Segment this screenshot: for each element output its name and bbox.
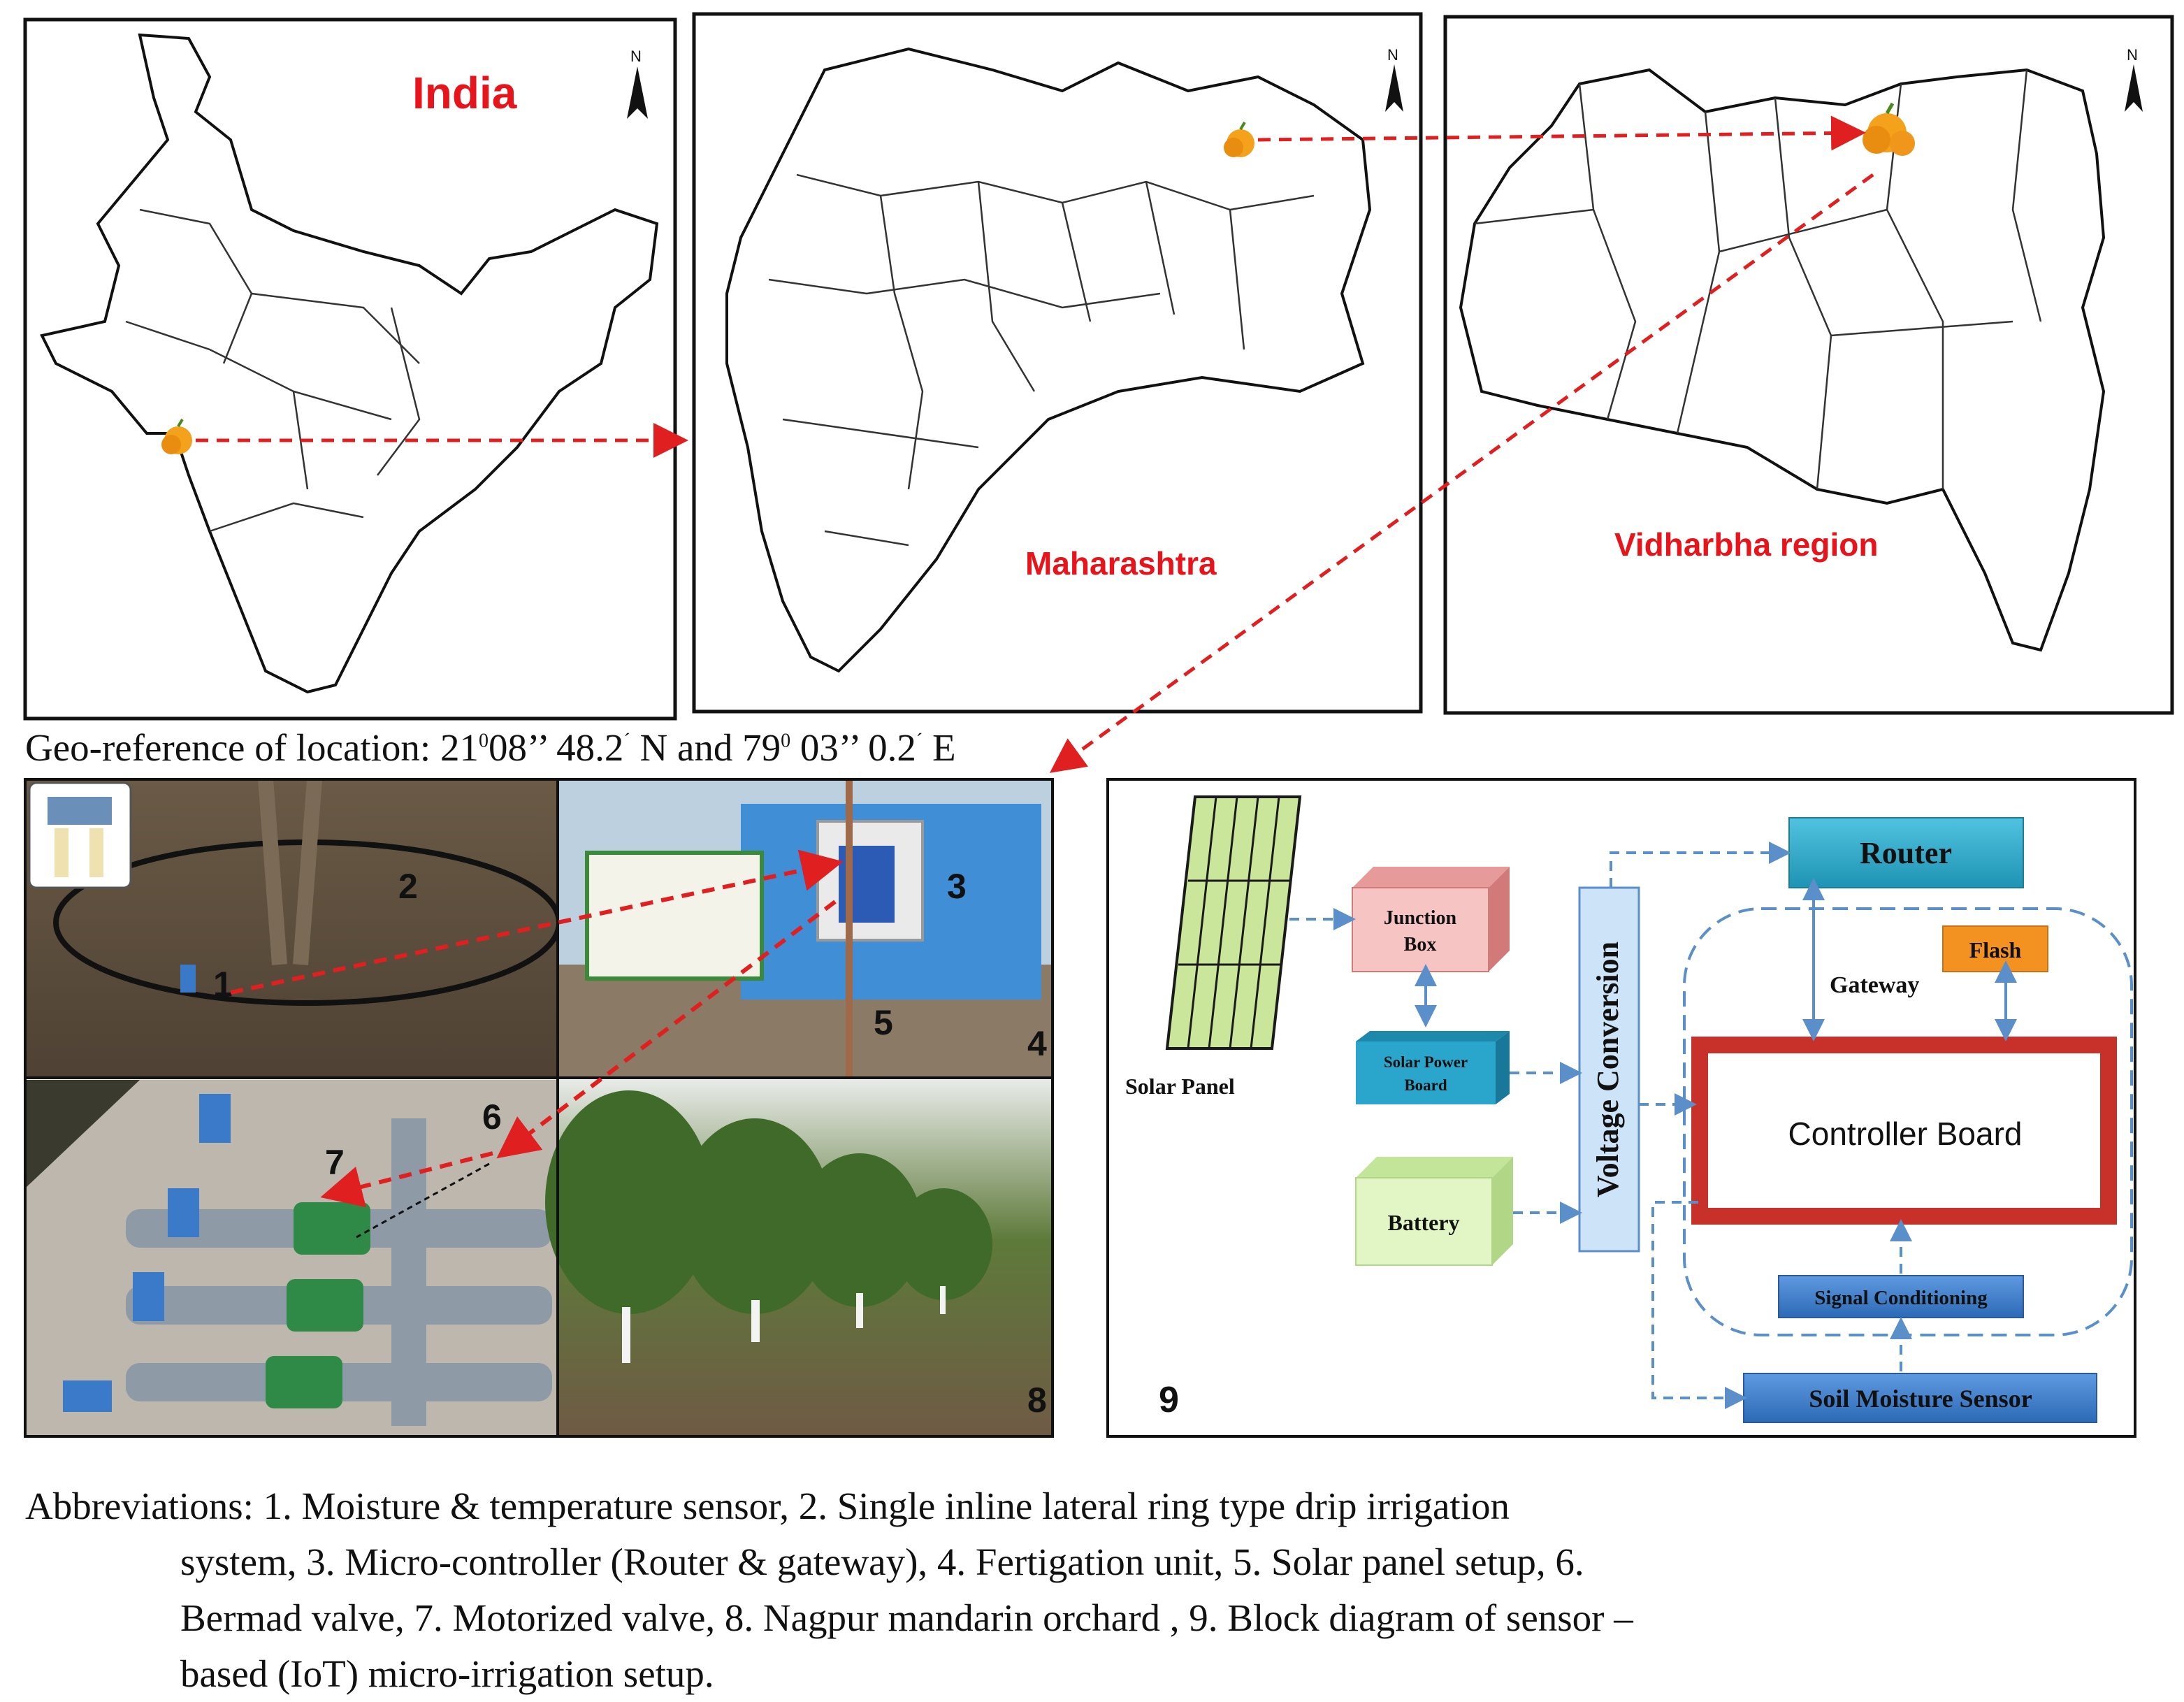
photo-label-4: 4 [1027,1024,1047,1063]
battery-label: Battery [1387,1210,1459,1235]
voltage-conversion-label: Voltage Conversion [1591,942,1625,1197]
soil-moisture-sensor-label: Soil Moisture Sensor [1809,1385,2032,1413]
soil-moisture-sensor-block: Soil Moisture Sensor [1743,1373,2097,1423]
caption-line-2: system, 3. Micro-controller (Router & ga… [180,1541,1584,1583]
orange-fruit-icon-2 [1224,121,1254,157]
solar-power-board-block: Solar Power Board [1356,1031,1510,1104]
photo-label-2: 2 [398,867,418,906]
maharashtra-outline [725,47,1372,673]
vidharbha-title: Vidharbha region [1614,526,1878,563]
voltage-conversion-block: Voltage Conversion [1578,886,1640,1253]
solar-panel-label: Solar Panel [1125,1074,1235,1099]
photo-label-5: 5 [874,1003,893,1042]
map-maharashtra-panel: Maharashtra N [692,12,1423,714]
photo-grid: 1 2 3 4 5 6 7 8 [24,778,1054,1438]
georef-degree-2: 0 [781,730,791,752]
battery-block: Battery [1355,1157,1513,1266]
controller-board-label: Controller Board [1788,1116,2023,1152]
georef-prime-2: ´ [916,730,923,752]
controller-board-block: Controller Board [1691,1037,2117,1225]
georef-prefix: Geo-reference of location: 21 [25,726,479,769]
router-label: Router [1860,836,1952,870]
block-diagram: Solar Panel Junction Box Solar Power Boa… [1106,778,2136,1438]
caption-line-4: based (IoT) micro-irrigation setup. [180,1652,714,1695]
caption-line-1: Abbreviations: 1. Moisture & temperature… [25,1485,1510,1527]
geo-reference: Geo-reference of location: 21008’’ 48.2´… [25,726,956,770]
north-arrow-icon-2: N [1385,46,1403,112]
north-arrow-icon-3: N [2125,46,2143,112]
signal-conditioning-block: Signal Conditioning [1778,1275,2024,1318]
svg-text:N: N [630,48,642,65]
orange-fruit-icon [161,418,192,454]
georef-prime-1: ´ [623,730,630,752]
signal-conditioning-label: Signal Conditioning [1814,1287,1988,1309]
georef-suffix: E [923,726,956,769]
photo-arrows [230,849,844,1239]
photo-label-7: 7 [325,1143,345,1182]
india-outline [40,33,659,694]
solar-panel-icon [1165,795,1302,1050]
solar-power-board-label-1: Solar Power [1384,1053,1468,1071]
svg-text:N: N [2127,46,2138,64]
gateway-label: Gateway [1830,972,1919,998]
router-block: Router [1788,817,2024,888]
solar-power-board-label-2: Board [1404,1076,1447,1094]
photo-label-1: 1 [213,965,233,1004]
block-connectors-bidirectional [1415,878,2017,1041]
georef-lat: 08’’ 48.2 [488,726,624,769]
maharashtra-title: Maharashtra [1025,545,1217,582]
north-arrow-icon: N [627,48,648,119]
photo-label-3: 3 [947,867,967,906]
map-india-panel: India N [23,17,677,721]
flash-block: Flash [1942,925,2048,972]
georef-degree-1: 0 [478,730,489,752]
junction-box-block: Junction Box [1352,867,1510,972]
junction-box-label-2: Box [1404,934,1437,955]
orange-fruit-icon-3 [1863,102,1915,156]
map-arrows [196,115,1874,773]
map-vidharbha-panel: Vidharbha region N [1443,15,2174,715]
georef-lon: 03’’ 0.2 [790,726,916,769]
flash-label: Flash [1969,937,2022,962]
photo-label-8: 8 [1027,1380,1047,1420]
junction-box-label-1: Junction [1384,907,1457,929]
block-diagram-number: 9 [1159,1380,1179,1420]
svg-text:N: N [1387,46,1398,64]
caption-line-3: Bermad valve, 7. Motorized valve, 8. Nag… [180,1596,1633,1639]
figure-caption: Abbreviations: 1. Moisture & temperature… [25,1478,2094,1702]
photo-label-6: 6 [482,1097,502,1137]
india-title: India [412,68,517,118]
georef-mid: N and 79 [630,726,781,769]
block-connectors [1289,842,1912,1409]
